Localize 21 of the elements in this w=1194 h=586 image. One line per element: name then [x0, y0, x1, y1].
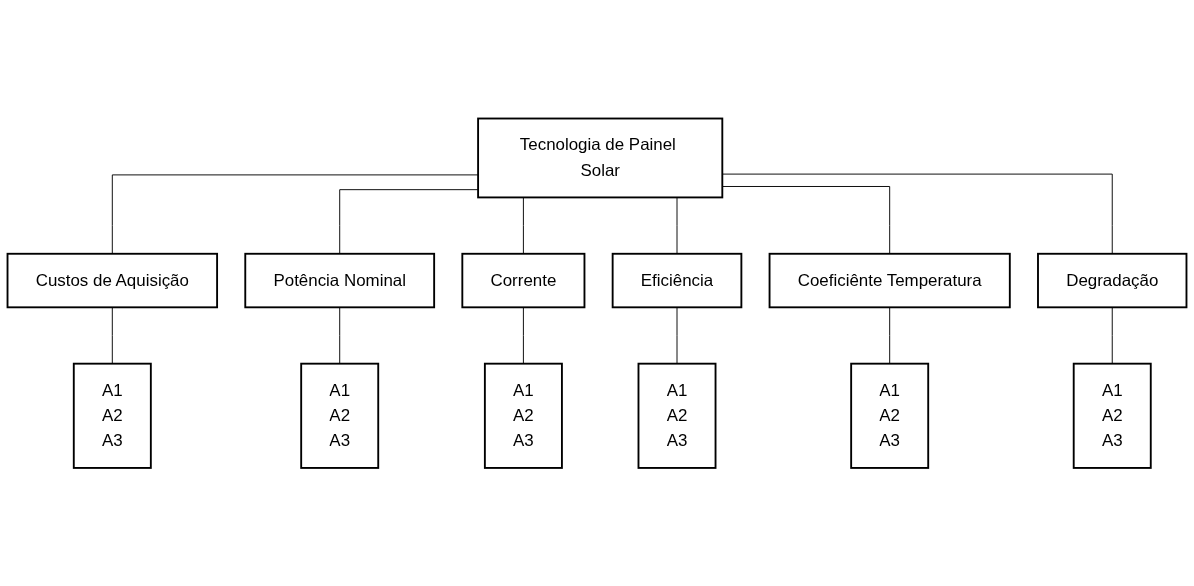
- node-box: A1 A2 A3: [637, 362, 717, 469]
- connector: [111, 174, 479, 254]
- connector: [889, 306, 891, 364]
- connector: [1111, 306, 1113, 364]
- node-box: Custos de Aquisição: [6, 252, 219, 308]
- node-box: Eficiência: [611, 252, 743, 308]
- node-box: A1 A2 A3: [483, 362, 563, 469]
- connector: [522, 306, 524, 364]
- node-box: A1 A2 A3: [1072, 362, 1152, 469]
- connector: [339, 306, 341, 364]
- node-box: Corrente: [461, 252, 586, 308]
- node-box: Coeficiênte Temperatura: [768, 252, 1011, 308]
- node-box: Degradação: [1037, 252, 1188, 308]
- node-box: Potência Nominal: [244, 252, 436, 308]
- node-box: Tecnologia de Painel Solar: [477, 117, 724, 199]
- connector: [111, 306, 113, 364]
- node-box: A1 A2 A3: [850, 362, 930, 469]
- connector: [676, 306, 678, 364]
- node-box: A1 A2 A3: [72, 362, 152, 469]
- node-box: A1 A2 A3: [300, 362, 380, 469]
- connector: [339, 188, 479, 254]
